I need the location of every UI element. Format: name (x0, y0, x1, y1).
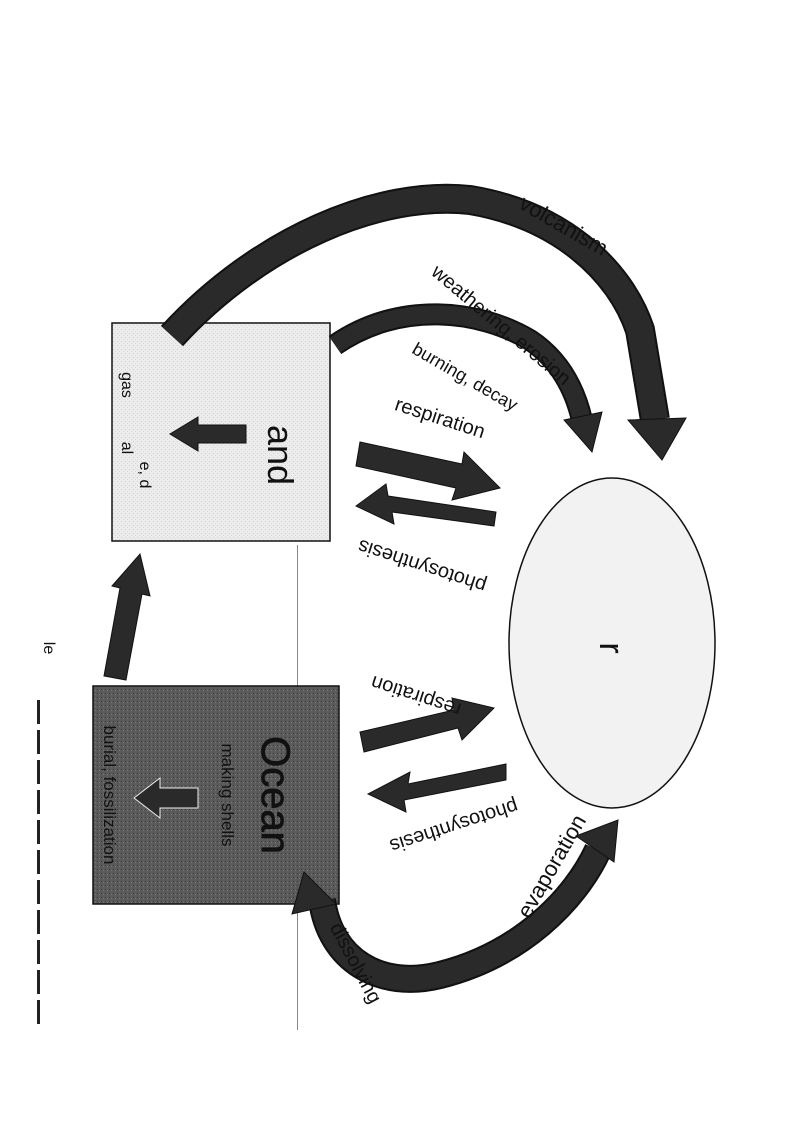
ocean-line-1: making shells (218, 744, 237, 847)
respiration-ocean-label: respiration (368, 671, 464, 721)
respiration-land-arrow (355, 441, 501, 501)
ocean-title: Ocean (253, 736, 297, 854)
respiration-ocean-arrow (359, 697, 495, 753)
atmosphere-label: r (592, 642, 630, 653)
ocean-line-2: burial, fossilization (100, 726, 119, 865)
respiration-land-label: respiration (392, 393, 488, 443)
photosynthesis-ocean-label: photosynthesis (387, 795, 521, 857)
land-line-2: al (118, 442, 135, 454)
atmosphere-ellipse (508, 477, 716, 809)
ocean-box (92, 685, 340, 905)
dissolving-arrowhead (291, 871, 337, 915)
photosynthesis-land-arrow (355, 483, 497, 527)
land-line-3: gas (118, 372, 135, 398)
land-title: and (260, 425, 301, 485)
scan-edge-mark (37, 700, 40, 1030)
ocean-to-land-arrow (103, 552, 151, 681)
photosynthesis-land-label: photosynthesis (355, 535, 489, 597)
evaporation-arrowhead (574, 819, 619, 863)
photosynthesis-ocean-arrow (366, 763, 507, 813)
margin-label: le (40, 642, 57, 655)
land-line-1: e, d (136, 462, 153, 489)
ocean-inner-arrow (133, 776, 199, 820)
volcanism-arrowhead (626, 417, 687, 461)
weathering-arrowhead (563, 411, 603, 454)
land-inner-arrow (169, 416, 247, 452)
